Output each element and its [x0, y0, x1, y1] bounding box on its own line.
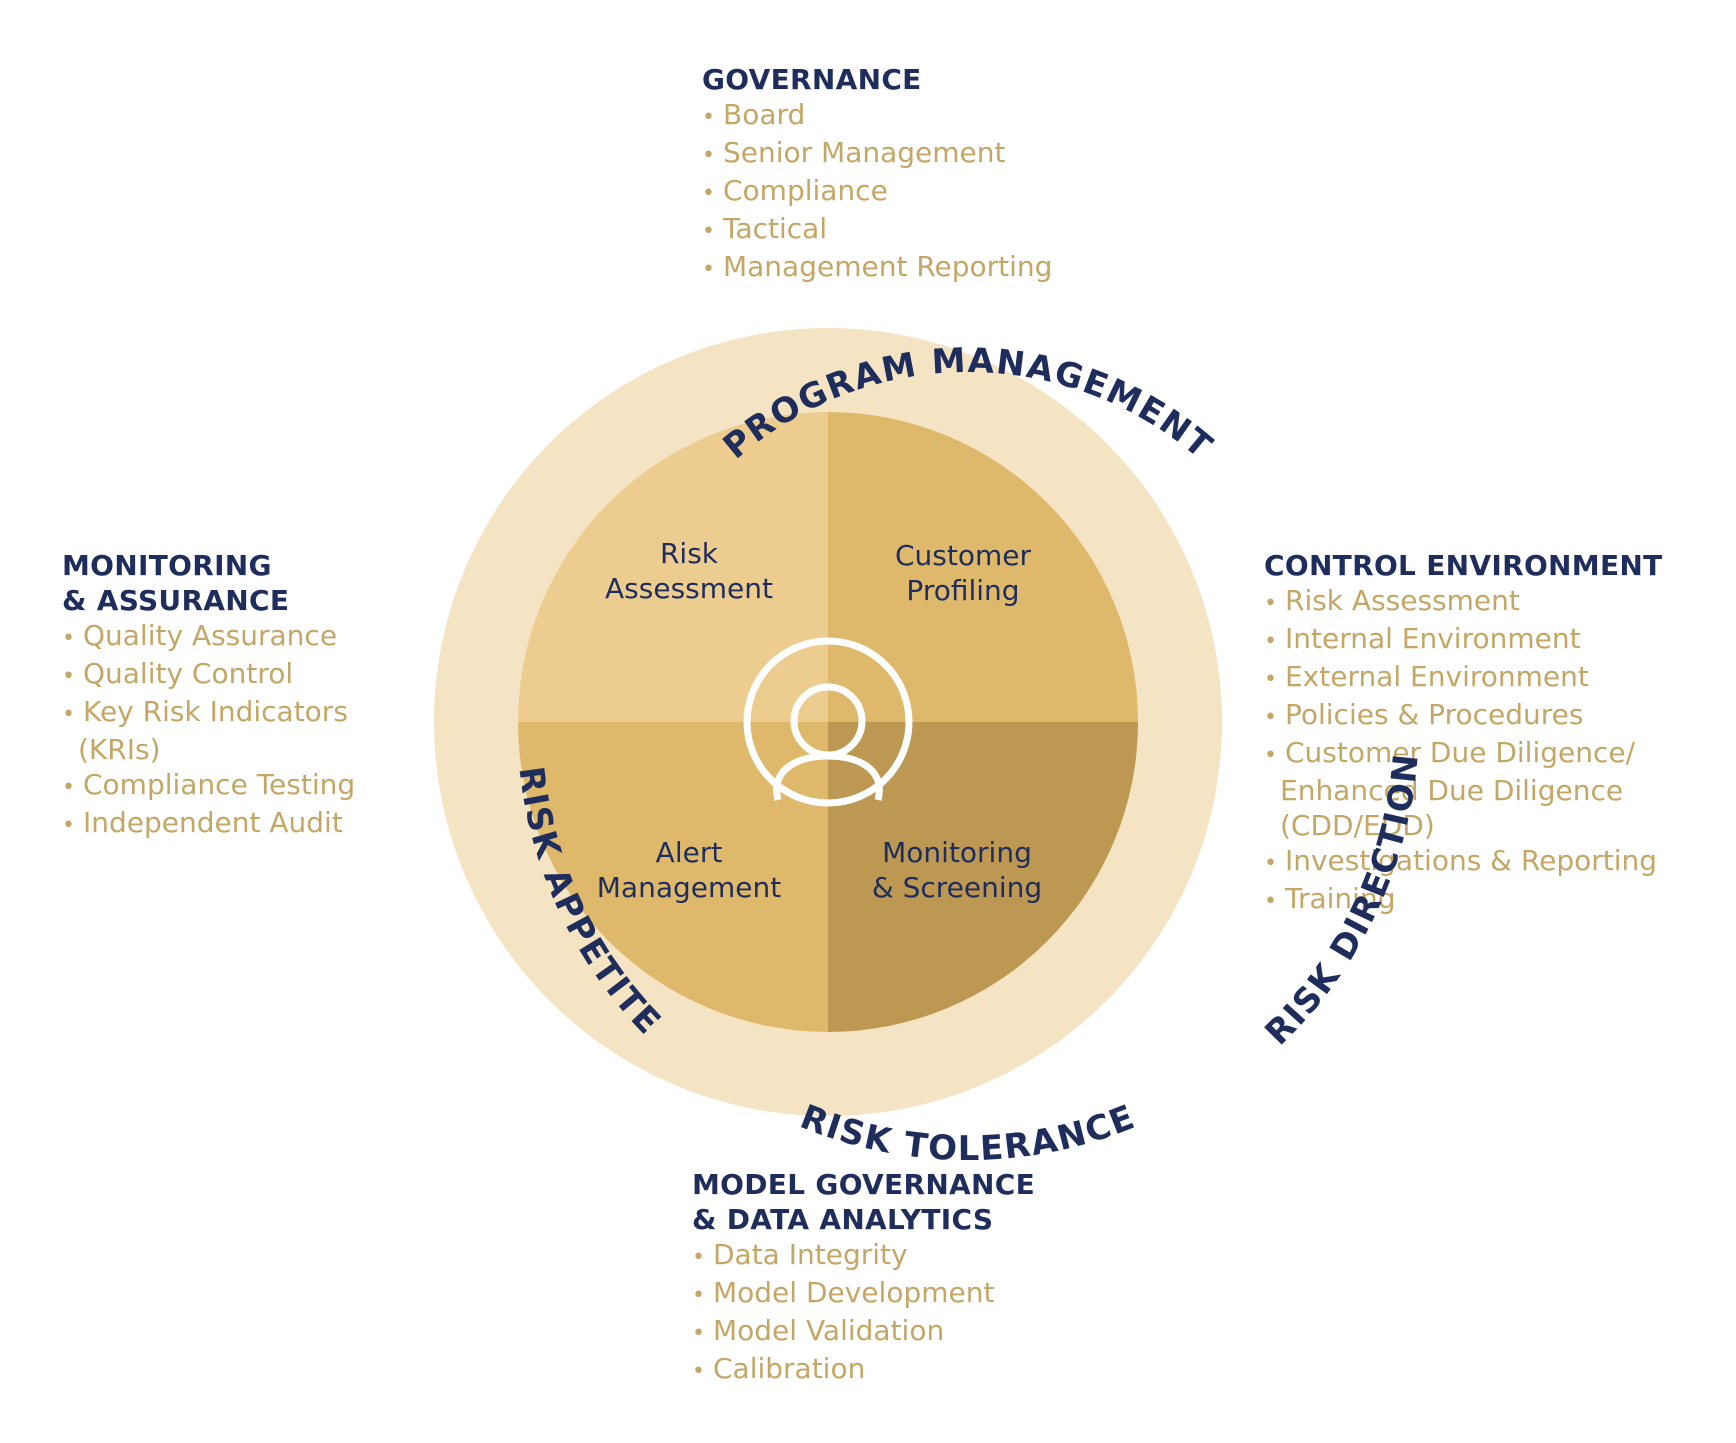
- list-item: •Risk Assessment: [1264, 584, 1520, 617]
- quadrant-label-monitoring-screening: Monitoring & Screening: [872, 836, 1042, 904]
- svg-text:Profiling: Profiling: [906, 574, 1019, 607]
- quadrant-label-customer-profiling: Customer Profiling: [895, 539, 1031, 607]
- list-item: •Calibration: [692, 1352, 866, 1385]
- list-item: •External Environment: [1264, 660, 1589, 693]
- governance-block: GOVERNANCE •Board •Senior Management •Co…: [702, 62, 1052, 287]
- list-item: •Senior Management: [702, 136, 1006, 169]
- quadrant-risk-assessment: [518, 412, 828, 722]
- list-item: •Compliance Testing: [62, 768, 356, 801]
- control-environment-list: •Risk Assessment •Internal Environment •…: [1264, 583, 1663, 919]
- svg-text:Monitoring: Monitoring: [882, 836, 1032, 869]
- svg-text:Alert: Alert: [656, 836, 723, 869]
- svg-text:Management: Management: [597, 871, 781, 904]
- list-item: •Training: [1264, 882, 1396, 915]
- quadrant-customer-profiling: [828, 412, 1138, 722]
- model-governance-title: MODEL GOVERNANCE & DATA ANALYTICS: [692, 1168, 1036, 1236]
- list-item: •Internal Environment: [1264, 622, 1581, 655]
- list-item: •Customer Due Diligence/Enhanced Due Dil…: [1264, 736, 1636, 842]
- list-item: •Investigations & Reporting: [1264, 844, 1658, 877]
- quadrant-label-alert-management: Alert Management: [597, 836, 781, 904]
- governance-title: GOVERNANCE: [702, 63, 922, 96]
- monitoring-title: MONITORING & ASSURANCE: [62, 549, 290, 617]
- list-item: •Quality Control: [62, 657, 294, 690]
- svg-text:Customer: Customer: [895, 539, 1031, 572]
- list-item: •Key Risk Indicators(KRIs): [62, 695, 348, 766]
- monitoring-list: •Quality Assurance •Quality Control •Key…: [62, 618, 355, 843]
- svg-text:& Screening: & Screening: [872, 871, 1042, 904]
- list-item: •Tactical: [702, 212, 828, 245]
- list-item: •Model Development: [692, 1276, 995, 1309]
- ring-label-risk-direction: RISK DIRECTION: [1258, 751, 1427, 1053]
- quadrant-monitoring-screening: [828, 722, 1138, 1032]
- list-item: •Quality Assurance: [62, 619, 338, 652]
- control-environment-block: CONTROL ENVIRONMENT •Risk Assessment •In…: [1264, 548, 1663, 919]
- list-item: •Model Validation: [692, 1314, 945, 1347]
- list-item: •Data Integrity: [692, 1238, 908, 1271]
- governance-list: •Board •Senior Management •Compliance •T…: [702, 97, 1052, 287]
- list-item: •Independent Audit: [62, 806, 343, 839]
- svg-text:Risk: Risk: [660, 537, 719, 570]
- quadrant-label-risk-assessment: Risk Assessment: [605, 537, 773, 605]
- list-item: •Compliance: [702, 174, 888, 207]
- model-governance-block: MODEL GOVERNANCE & DATA ANALYTICS •Data …: [692, 1167, 1035, 1389]
- control-environment-title: CONTROL ENVIRONMENT: [1264, 549, 1663, 582]
- list-item: •Policies & Procedures: [1264, 698, 1584, 731]
- list-item: •Management Reporting: [702, 250, 1053, 283]
- monitoring-block: MONITORING & ASSURANCE •Quality Assuranc…: [62, 548, 355, 843]
- model-governance-list: •Data Integrity •Model Development •Mode…: [692, 1237, 1035, 1389]
- user-icon: [743, 637, 913, 807]
- svg-text:Assessment: Assessment: [605, 572, 773, 605]
- quadrant-alert-management: [518, 722, 828, 1032]
- list-item: •Board: [702, 98, 806, 131]
